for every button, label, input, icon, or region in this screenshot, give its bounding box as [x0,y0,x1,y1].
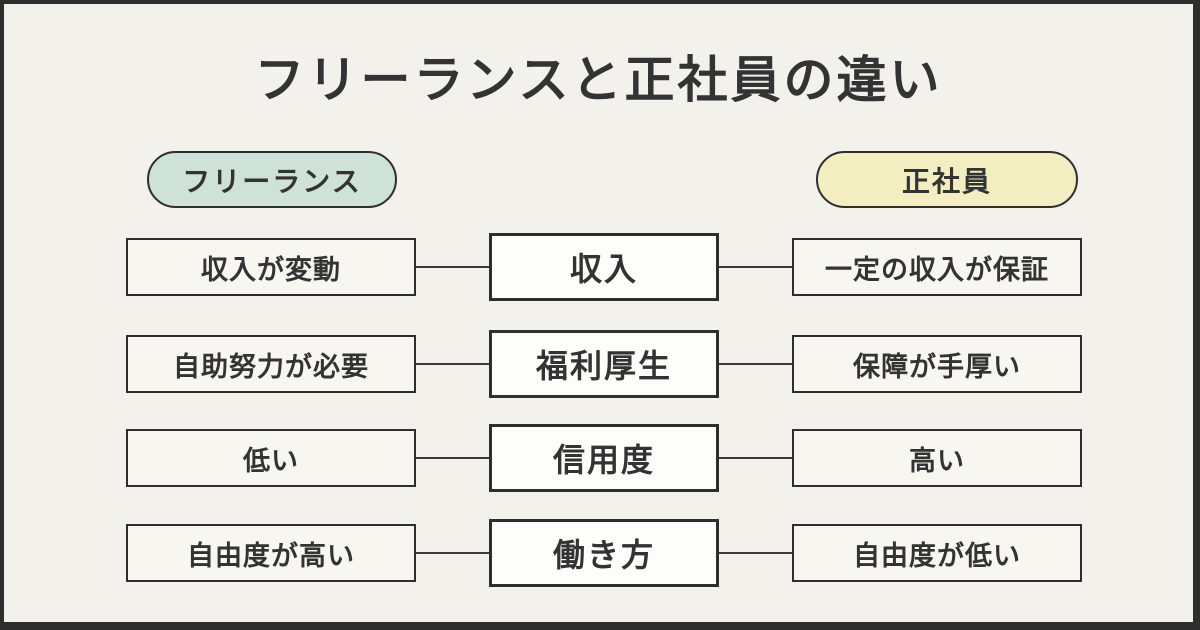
freelance-value-box: 低い [126,429,416,487]
connector-line [416,266,489,268]
category-box: 働き方 [489,519,719,587]
comparison-row-benefits: 自助努力が必要 福利厚生 保障が手厚い [4,330,1193,398]
freelance-value-box: 自由度が高い [126,524,416,582]
freelance-value-box: 自助努力が必要 [126,335,416,393]
connector-line [719,363,792,365]
connector-line [719,266,792,268]
connector-line [719,552,792,554]
comparison-row-workstyle: 自由度が高い 働き方 自由度が低い [4,519,1193,587]
category-box: 信用度 [489,424,719,492]
employee-value-box: 保障が手厚い [792,335,1082,393]
connector-line [416,457,489,459]
connector-line [416,363,489,365]
freelance-header-label: フリーランス [182,165,362,197]
comparison-row-income: 収入が変動 収入 一定の収入が保証 [4,233,1193,301]
page-title: フリーランスと正社員の違い [254,52,943,108]
connector-line [416,552,489,554]
connector-line [719,457,792,459]
employee-header-label: 正社員 [901,165,992,197]
freelance-header-pill: フリーランス [147,151,397,208]
category-box: 福利厚生 [489,330,719,398]
comparison-row-credit: 低い 信用度 高い [4,424,1193,492]
freelance-value-box: 収入が変動 [126,238,416,296]
employee-value-box: 高い [792,429,1082,487]
employee-value-box: 一定の収入が保証 [792,238,1082,296]
employee-value-box: 自由度が低い [792,524,1082,582]
employee-header-pill: 正社員 [816,151,1078,208]
category-box: 収入 [489,233,719,301]
